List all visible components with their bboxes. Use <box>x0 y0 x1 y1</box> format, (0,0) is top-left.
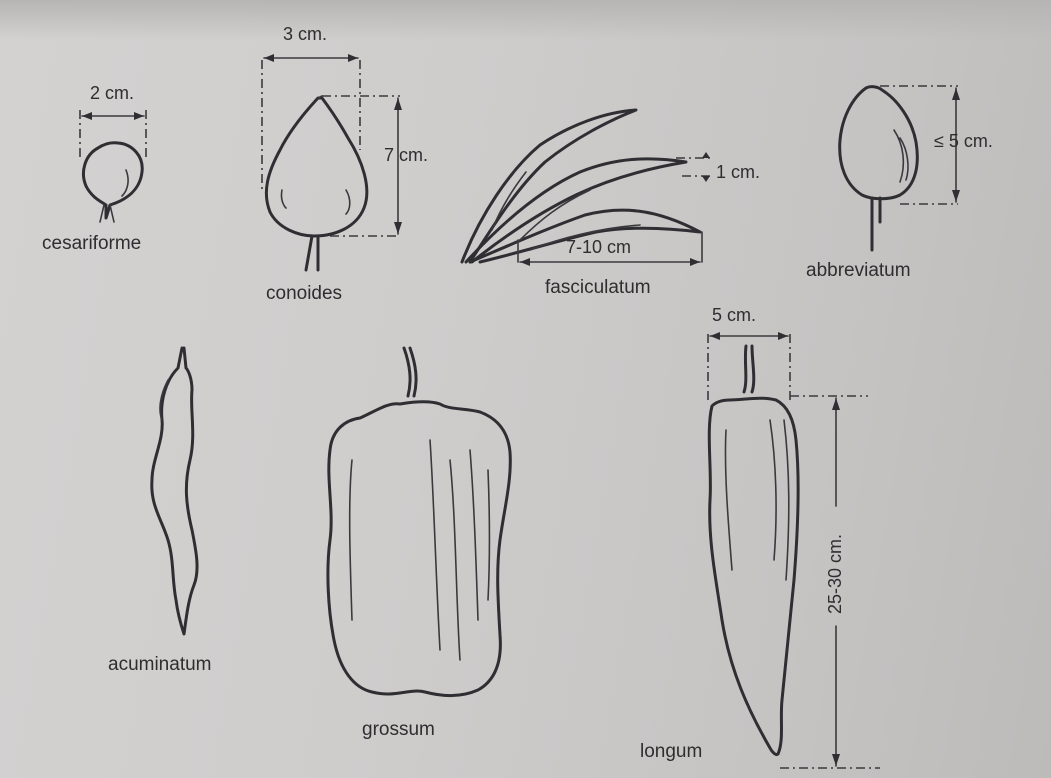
dimension-label: 7-10 cm <box>566 238 631 256</box>
form-name-acuminatum: acuminatum <box>108 655 212 674</box>
dimension-label: 3 cm. <box>283 25 327 43</box>
form-name-cesariforme: cesariforme <box>42 234 141 253</box>
form-name-conoides: conoides <box>266 284 342 303</box>
form-name-fasciculatum: fasciculatum <box>545 278 651 297</box>
dimension-label-vertical: 25-30 cm. <box>826 534 844 614</box>
grossum-pepper-drawing <box>328 348 510 696</box>
cesariforme-pepper-drawing <box>80 110 146 222</box>
conoides-pepper-drawing <box>262 54 402 270</box>
dimension-label: 2 cm. <box>90 84 134 102</box>
longum-pepper-drawing <box>708 332 880 768</box>
form-name-grossum: grossum <box>362 720 435 739</box>
dimension-label: 7 cm. <box>384 146 428 164</box>
dimension-label: 5 cm. <box>712 306 756 324</box>
form-name-abbreviatum: abbreviatum <box>806 261 911 280</box>
form-name-longum: longum <box>640 742 702 761</box>
abbreviatum-pepper-drawing <box>840 86 960 250</box>
dimension-label: ≤ 5 cm. <box>934 132 993 150</box>
dimension-label: 1 cm. <box>716 163 760 181</box>
acuminatum-pepper-drawing <box>152 348 197 634</box>
